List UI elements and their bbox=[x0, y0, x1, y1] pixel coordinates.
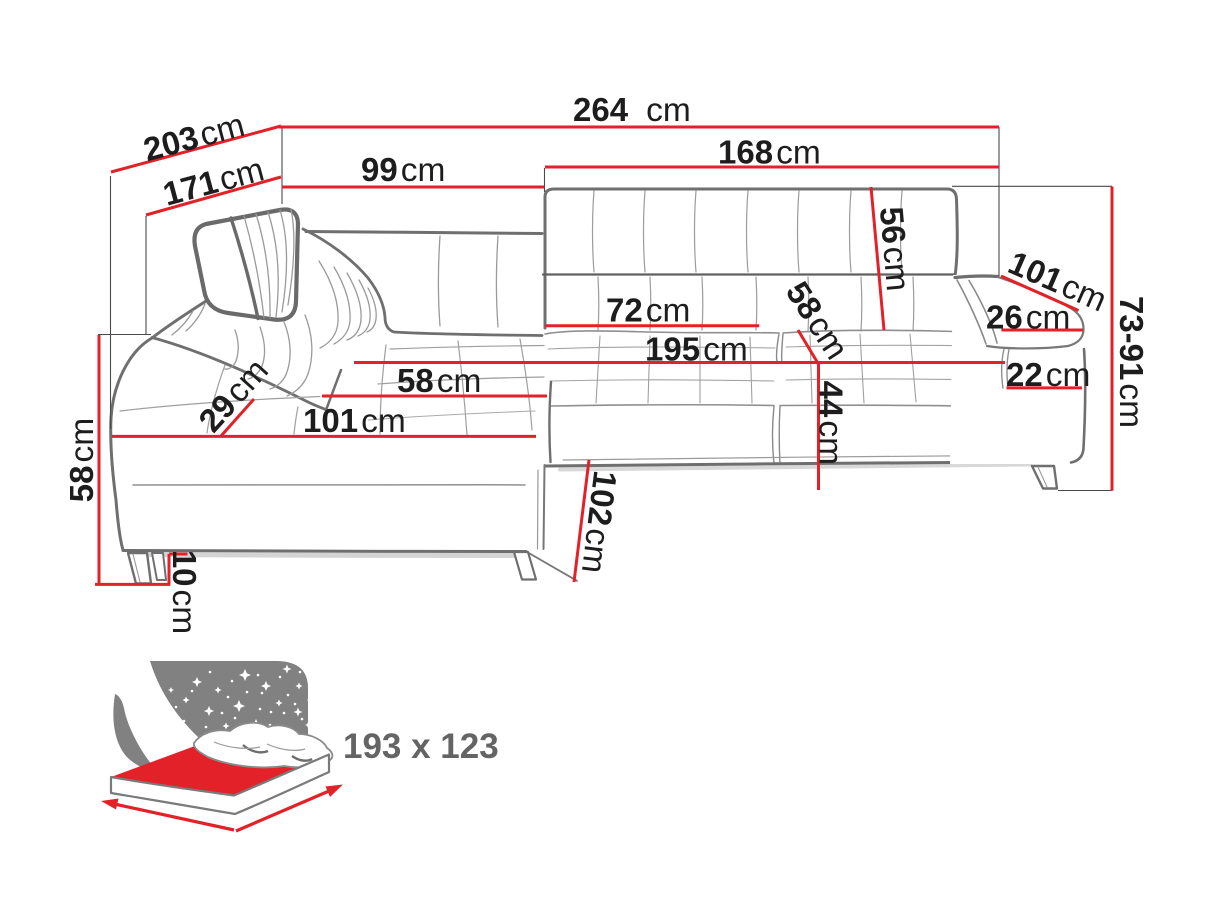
svg-text:72cm: 72cm bbox=[606, 292, 690, 330]
svg-text:73-91cm: 73-91cm bbox=[1112, 296, 1150, 428]
svg-text:26cm: 26cm bbox=[986, 299, 1070, 337]
svg-text:101cm: 101cm bbox=[303, 402, 406, 440]
svg-text:193 x 123: 193 x 123 bbox=[343, 727, 499, 766]
svg-text:102cm: 102cm bbox=[574, 469, 624, 576]
svg-text:168cm: 168cm bbox=[718, 134, 821, 172]
svg-text:44cm: 44cm bbox=[812, 381, 850, 465]
svg-text:99cm: 99cm bbox=[361, 151, 445, 189]
svg-text:22cm: 22cm bbox=[1006, 356, 1090, 394]
svg-text:10cm: 10cm bbox=[165, 550, 203, 634]
svg-text:58cm: 58cm bbox=[63, 418, 101, 502]
svg-text:58cm: 58cm bbox=[397, 362, 481, 400]
svg-text:58cm: 58cm bbox=[778, 275, 856, 366]
svg-text:195cm: 195cm bbox=[645, 331, 748, 369]
svg-text:56cm: 56cm bbox=[872, 205, 917, 292]
